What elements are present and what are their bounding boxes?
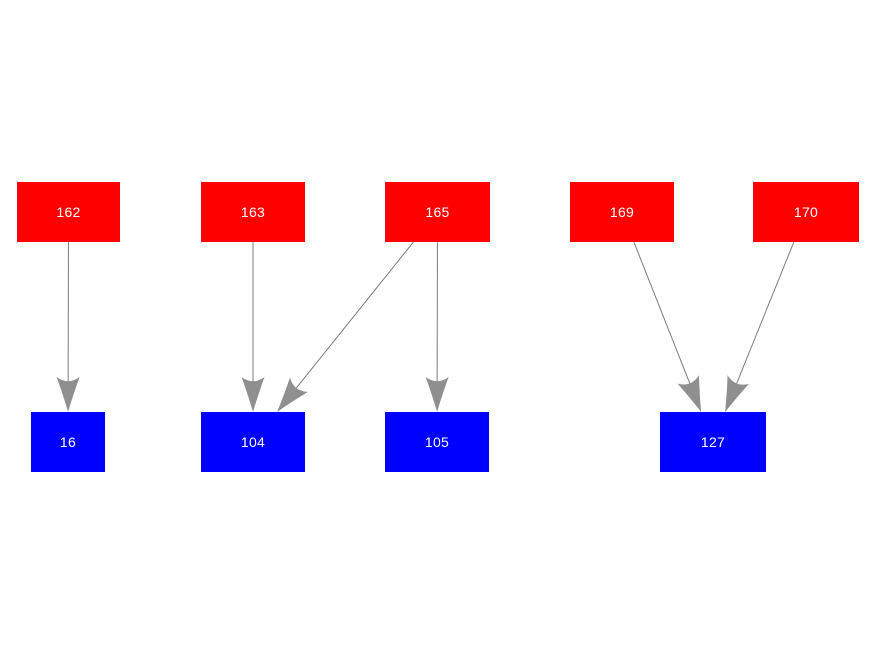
edge-line <box>734 241 795 389</box>
node-label: 169 <box>609 204 635 220</box>
node-label: 104 <box>240 434 266 450</box>
edge-170-127 <box>725 241 795 412</box>
edge-165-104 <box>277 241 414 412</box>
edge-arrowhead <box>725 375 749 412</box>
edge-arrowhead <box>677 375 702 412</box>
node-label: 16 <box>59 434 77 450</box>
graph-node-162: 162 <box>17 182 120 242</box>
node-label: 163 <box>240 204 266 220</box>
graph-node-163: 163 <box>201 182 305 242</box>
node-label: 170 <box>793 204 819 220</box>
edge-arrowhead <box>277 377 308 412</box>
edge-line <box>633 241 693 389</box>
edge-169-127 <box>633 241 702 412</box>
edge-arrowhead <box>425 376 449 412</box>
edge-165-105 <box>425 241 449 412</box>
graph-node-127: 127 <box>660 412 766 472</box>
node-label: 162 <box>56 204 81 220</box>
edge-line <box>292 241 414 393</box>
edge-arrowhead <box>241 377 265 412</box>
graph-node-165: 165 <box>385 182 490 242</box>
node-label: 127 <box>700 434 726 450</box>
edge-arrowhead <box>56 376 80 412</box>
graph-node-105: 105 <box>385 412 489 472</box>
graph-node-16: 16 <box>31 412 105 472</box>
node-label: 105 <box>424 434 450 450</box>
edge-162-16 <box>56 241 80 412</box>
graph-node-170: 170 <box>753 182 859 242</box>
graph-node-169: 169 <box>570 182 674 242</box>
edge-163-104 <box>241 242 265 412</box>
graph-node-104: 104 <box>201 412 305 472</box>
node-label: 165 <box>425 204 450 220</box>
